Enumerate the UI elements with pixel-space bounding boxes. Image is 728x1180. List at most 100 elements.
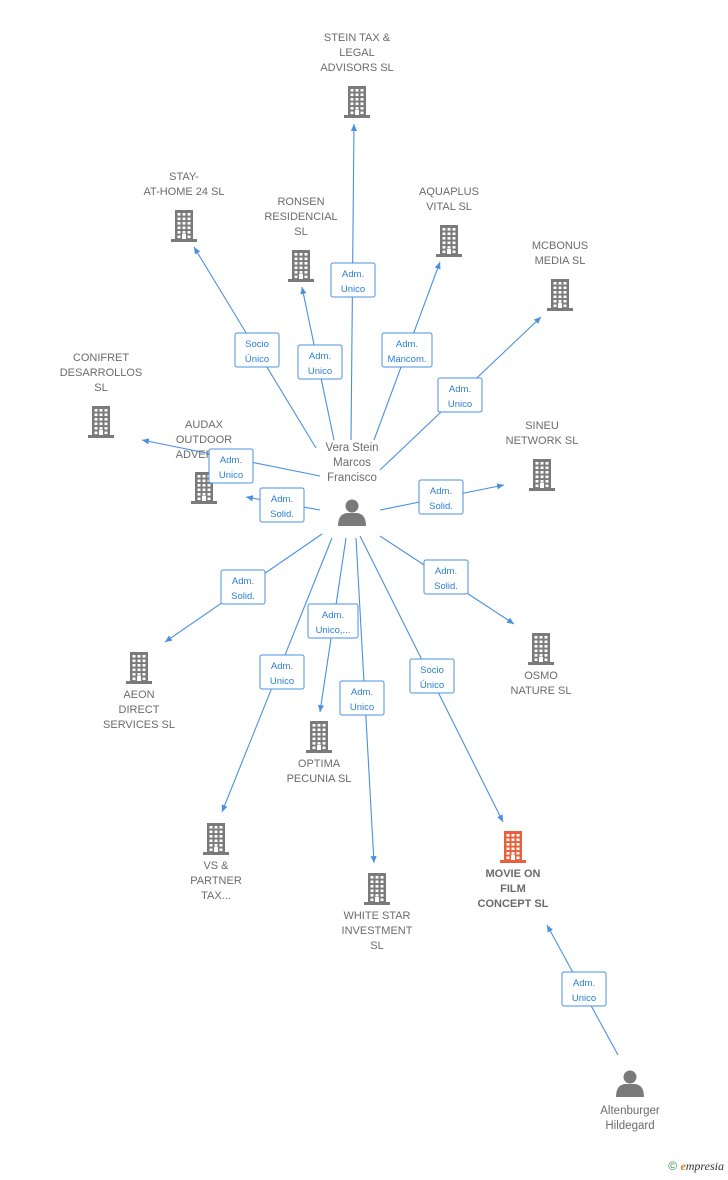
company-name: OSMO bbox=[524, 670, 558, 682]
person-name: Altenburger bbox=[600, 1105, 660, 1117]
edge-label-vera-audax[interactable]: Adm.Solid. bbox=[259, 487, 305, 523]
edge-label-text: Unico bbox=[448, 399, 472, 410]
company-name: CONIFRET bbox=[73, 352, 130, 364]
edge-label-text: Unico bbox=[341, 284, 365, 295]
edge-label-vera-aquaplus[interactable]: Adm.Mancom. bbox=[381, 332, 433, 368]
edge-label-vera-optima[interactable]: Adm. Unico,... bbox=[307, 603, 359, 639]
company-name: MCBONUS bbox=[532, 240, 588, 252]
company-name: RESIDENCIAL bbox=[264, 211, 337, 223]
building-icon bbox=[126, 652, 152, 684]
edge-label-box bbox=[220, 569, 266, 605]
company-name: PARTNER bbox=[190, 875, 242, 887]
edge-label-text: Adm. bbox=[449, 384, 471, 395]
company-name: SINEU bbox=[525, 420, 559, 432]
company-node-vs[interactable]: VS &PARTNERTAX... bbox=[190, 823, 242, 902]
edge-label-box bbox=[409, 658, 455, 694]
edge-label-text: Adm. bbox=[573, 978, 595, 989]
edge-label-text: Unico,... bbox=[316, 625, 351, 636]
edge-label-text: Adm. bbox=[232, 576, 254, 587]
edge-label-text: Socio bbox=[420, 665, 444, 676]
edge-label-box bbox=[307, 603, 359, 639]
footer-brand: © empresia bbox=[668, 1159, 724, 1174]
company-name: AEON bbox=[123, 689, 154, 701]
edge-label-box bbox=[561, 971, 607, 1007]
edge-label-text: Solid. bbox=[434, 581, 458, 592]
edge-label-text: Solid. bbox=[231, 591, 255, 602]
edge-label-vera-conifret[interactable]: Adm. Unico bbox=[208, 448, 254, 484]
edge-label-box bbox=[339, 680, 385, 716]
edge-label-vera-vs[interactable]: Adm. Unico bbox=[259, 654, 305, 690]
company-name: DESARROLLOS bbox=[60, 367, 143, 379]
edge-label-vera-mcbonus[interactable]: Adm. Unico bbox=[437, 377, 483, 413]
company-node-stay[interactable]: STAY-AT-HOME 24 SL bbox=[143, 171, 225, 242]
company-node-optima[interactable]: OPTIMA PECUNIA SL bbox=[287, 721, 352, 785]
company-name: INVESTMENT bbox=[342, 925, 413, 937]
company-name: STEIN TAX & bbox=[324, 32, 391, 44]
company-name: LEGAL bbox=[339, 47, 374, 59]
edge-label-vera-sineu[interactable]: Adm.Solid. bbox=[418, 479, 464, 515]
company-name: DIRECT bbox=[119, 704, 160, 716]
building-icon bbox=[547, 279, 573, 311]
edge-label-box bbox=[330, 262, 376, 298]
edge-label-text: Unico bbox=[219, 470, 243, 481]
company-node-whitestar[interactable]: WHITE STAR INVESTMENT SL bbox=[342, 873, 413, 952]
person-name: Francisco bbox=[327, 472, 377, 484]
company-name: SERVICES SL bbox=[103, 719, 175, 731]
edge-label-vera-aeon[interactable]: Adm. Solid. bbox=[220, 569, 266, 605]
person-icon bbox=[616, 1070, 644, 1097]
edge-label-vera-ronsen[interactable]: Adm.Unico bbox=[297, 344, 343, 380]
building-icon bbox=[88, 406, 114, 438]
company-name: SL bbox=[94, 382, 107, 394]
building-icon bbox=[500, 831, 526, 863]
company-node-aeon[interactable]: AEON DIRECT SERVICES SL bbox=[103, 652, 175, 731]
edge-label-box bbox=[234, 332, 280, 368]
edge-label-alt-movie[interactable]: Adm. Unico bbox=[561, 971, 607, 1007]
person-name: Hildegard bbox=[605, 1120, 654, 1132]
edge-label-text: Adm. bbox=[322, 610, 344, 621]
edge-label-text: Adm. bbox=[396, 339, 418, 350]
company-name: PECUNIA SL bbox=[287, 773, 352, 785]
company-name: SL bbox=[370, 940, 383, 952]
edge-label-vera-osmo[interactable]: Adm. Solid. bbox=[423, 559, 469, 595]
company-name: WHITE STAR bbox=[343, 910, 410, 922]
edge-label-box bbox=[423, 559, 469, 595]
edge-label-box bbox=[259, 654, 305, 690]
company-name: SL bbox=[294, 226, 307, 238]
edge-label-text: Unico bbox=[270, 676, 294, 687]
person-name: Marcos bbox=[333, 457, 371, 469]
edge-label-text: Adm. bbox=[220, 455, 242, 466]
edge-label-box bbox=[437, 377, 483, 413]
edge-label-text: Unico bbox=[350, 702, 374, 713]
building-icon bbox=[306, 721, 332, 753]
building-icon bbox=[203, 823, 229, 855]
edge-label-text: Adm. bbox=[271, 494, 293, 505]
building-icon bbox=[364, 873, 390, 905]
company-name: OPTIMA bbox=[298, 758, 341, 770]
edge-label-box bbox=[208, 448, 254, 484]
edge-label-text: Unico bbox=[572, 993, 596, 1004]
edge-label-vera-whitestar[interactable]: Adm. Unico bbox=[339, 680, 385, 716]
edge-label-text: Único bbox=[420, 680, 444, 691]
building-icon bbox=[344, 86, 370, 118]
edge-label-text: Adm. bbox=[351, 687, 373, 698]
company-name: VS & bbox=[203, 860, 229, 872]
person-icon bbox=[338, 499, 366, 526]
edge-label-vera-stein[interactable]: Adm.Unico bbox=[330, 262, 376, 298]
edge-label-text: Adm. bbox=[435, 566, 457, 577]
brand-logo: empresia bbox=[680, 1159, 724, 1173]
edge-label-text: Adm. bbox=[309, 351, 331, 362]
company-node-conifret[interactable]: CONIFRET DESARROLLOS SL bbox=[60, 352, 143, 438]
edge-label-text: Adm. bbox=[271, 661, 293, 672]
